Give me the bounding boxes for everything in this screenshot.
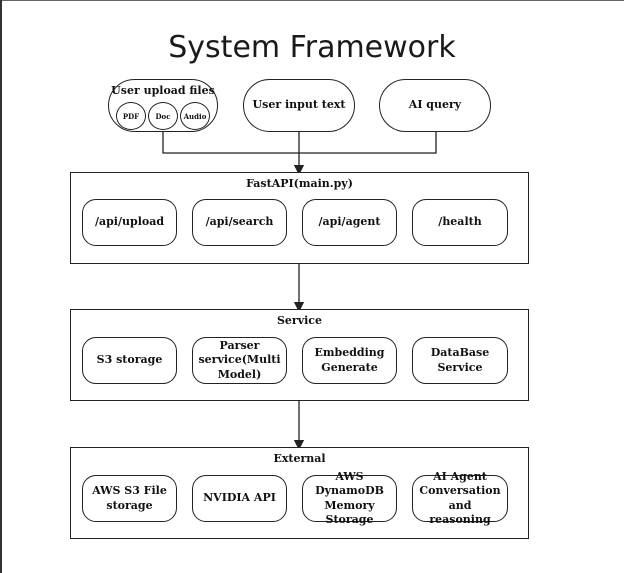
embedding-generate-service: Embedding Generate [302, 337, 397, 384]
route-api-agent: /api/agent [302, 199, 397, 246]
route-api-search: /api/search [192, 199, 287, 246]
frame-left-border [0, 0, 2, 573]
ai-agent-conversation: AI Agent Conversation and reasoning [412, 470, 508, 526]
external-panel-title: External [273, 452, 326, 465]
s3-storage-service: S3 storage [82, 337, 177, 384]
database-service: DataBase Service [412, 337, 508, 384]
ai-query-node: AI query [379, 79, 491, 132]
parser-service: Parser service(Multi Model) [192, 337, 287, 384]
aws-s3-file-storage: AWS S3 File storage [82, 475, 177, 522]
audio-file-type: Audio [180, 102, 210, 130]
doc-file-type: Doc [148, 102, 178, 130]
nvidia-api: NVIDIA API [192, 475, 287, 522]
pdf-file-type: PDF [116, 102, 146, 130]
user-upload-files-label: User upload files [111, 84, 215, 97]
frame-top-border [0, 0, 624, 1]
service-panel-title: Service [276, 314, 322, 327]
fastapi-panel-title: FastAPI(main.py) [246, 177, 353, 190]
user-input-text-node: User input text [243, 79, 355, 132]
route-api-upload: /api/upload [82, 199, 177, 246]
diagram-title: System Framework [168, 30, 456, 65]
route-health: /health [412, 199, 508, 246]
aws-dynamodb-memory-storage: AWS DynamoDB Memory Storage [302, 470, 397, 526]
